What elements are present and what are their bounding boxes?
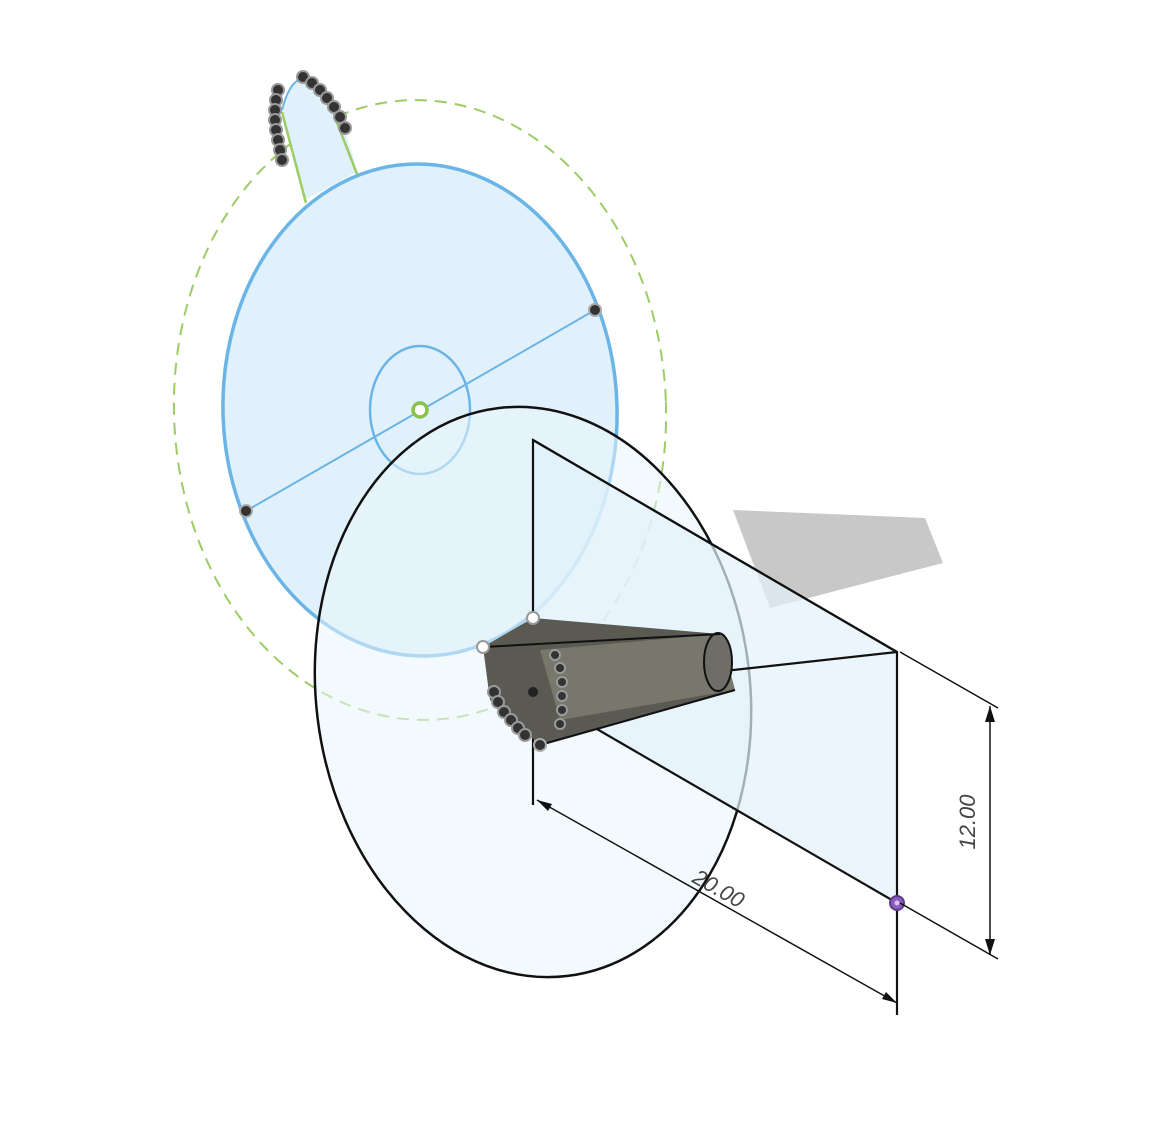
handle-edge-left[interactable] [280, 111, 308, 204]
dimension-height-label[interactable]: 12.00 [955, 794, 980, 850]
dimension-width-label[interactable]: 20.00 [688, 864, 750, 914]
sketch-point-icon[interactable] [526, 611, 540, 625]
handle-point-chain-right[interactable] [296, 70, 352, 135]
construction-circle[interactable] [163, 92, 676, 729]
solid-point-chain[interactable] [487, 649, 568, 742]
handle-sketch-region[interactable] [282, 79, 357, 200]
solid-edge-bottom [539, 689, 736, 746]
sketch-point-icon[interactable] [528, 687, 538, 697]
selected-point-core [894, 900, 900, 906]
handle-point-chain-left[interactable] [268, 83, 289, 167]
sketch-point-icon[interactable] [588, 303, 602, 317]
ground-shadow [733, 510, 943, 608]
solid-edge-top [482, 633, 721, 648]
dimension-height[interactable]: 12.00 [899, 651, 999, 960]
sketch-point-icon[interactable] [476, 640, 490, 654]
tangent-line[interactable] [532, 439, 898, 653]
solid-end-face[interactable] [703, 632, 733, 692]
solid-body-highlight [540, 634, 735, 720]
origin-point-icon[interactable] [411, 401, 429, 419]
sketch-point-icon[interactable] [533, 738, 547, 752]
sketch-point-icon[interactable] [239, 504, 253, 518]
